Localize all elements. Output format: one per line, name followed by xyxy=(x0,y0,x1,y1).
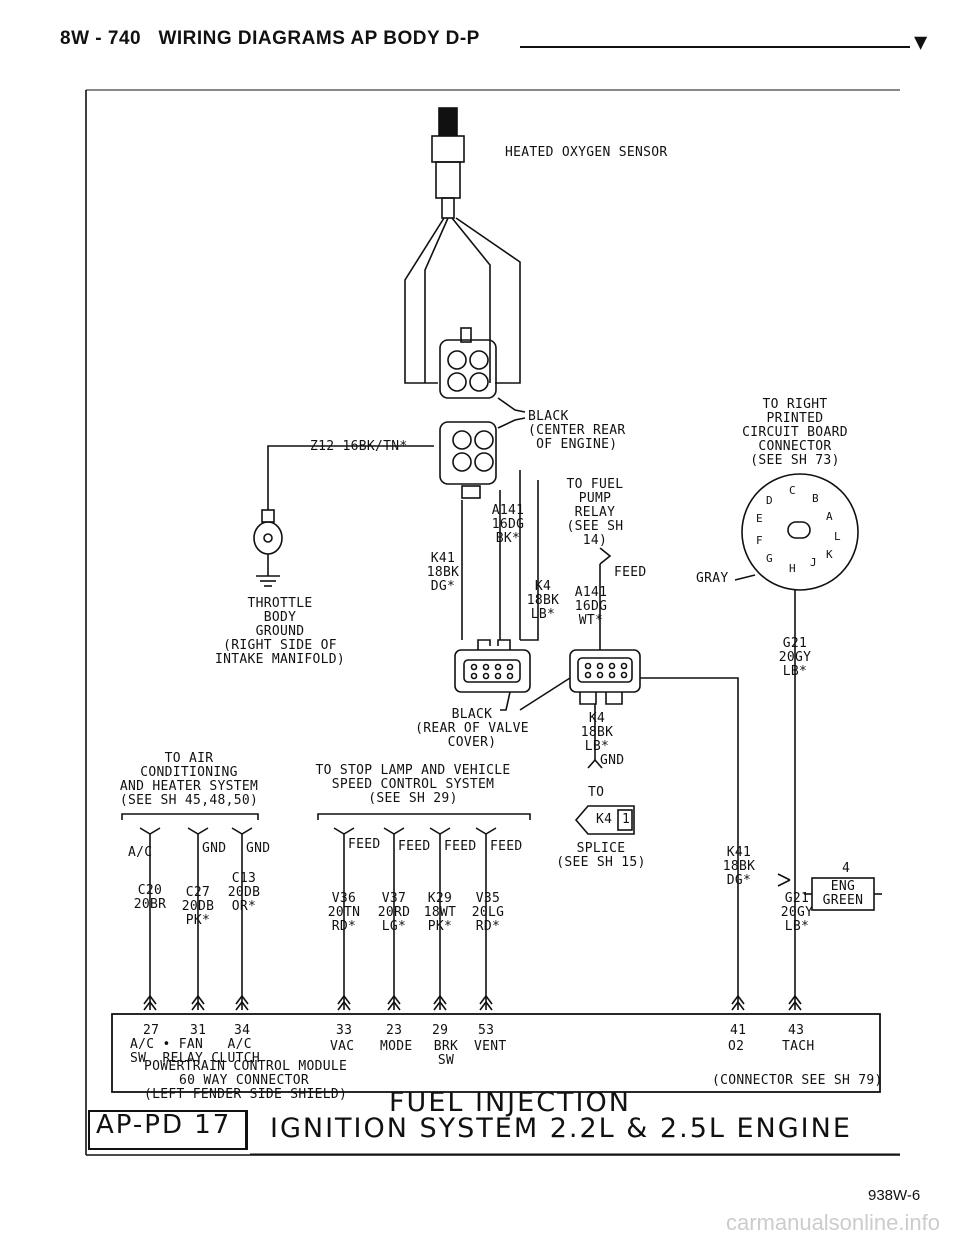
watermark: carmanualsonline.info xyxy=(725,1210,940,1235)
pin-func-ac: A/C • FAN A/C SW RELAY CLUTCH xyxy=(130,1037,261,1066)
pin-29: 29 xyxy=(432,1023,449,1038)
heated-oxygen-sensor-label: HEATED OXYGEN SENSOR xyxy=(505,145,668,160)
pin-l: L xyxy=(834,530,841,543)
throttle-ground-icon xyxy=(253,500,283,587)
header-rule xyxy=(520,46,910,48)
v35-label: V35 20LG RD* xyxy=(471,891,505,934)
footer-box xyxy=(88,1110,248,1150)
pin-func-vac: VAC xyxy=(330,1039,355,1054)
k4-splice-number: 1 xyxy=(622,812,631,827)
sensor-connector xyxy=(439,327,497,399)
gnd1-label: GND xyxy=(202,841,227,856)
pin-func-o2: O2 xyxy=(728,1039,745,1054)
ac-wire-symbols xyxy=(139,827,253,1010)
feed2-label: FEED xyxy=(398,839,431,854)
g21-top-label: G21 20GY LB* xyxy=(778,636,812,679)
v37-label: V37 20RD LG* xyxy=(377,891,411,934)
v36-label: V36 20TN RD* xyxy=(327,891,361,934)
pin-23: 23 xyxy=(386,1023,403,1038)
pin-33: 33 xyxy=(336,1023,353,1038)
k41-low-label: K41 18BK DG* xyxy=(722,845,756,888)
splice-label: SPLICE (SEE SH 15) xyxy=(556,841,646,870)
pin-func-mode: MODE xyxy=(380,1039,413,1054)
oxygen-sensor-icon xyxy=(431,107,465,219)
valve-cover-connector xyxy=(454,639,531,693)
pcm-connector-box xyxy=(111,1013,881,1093)
k4-splice-icon xyxy=(574,805,635,835)
down-triangle-icon: ▼ xyxy=(914,30,928,55)
pin-j: J xyxy=(810,556,817,569)
eng-green-label: ENG GREEN xyxy=(822,879,864,908)
pin-f: F xyxy=(756,534,763,547)
footer-title-2: IGNITION SYSTEM 2.2L & 2.5L ENGINE xyxy=(270,1113,852,1144)
pin-g: G xyxy=(766,552,773,565)
k4-mid-label: K4 18BK LB* xyxy=(580,711,614,754)
k4-top-label: K4 18BK LB* xyxy=(526,579,560,622)
connector-see-label: (CONNECTOR SEE SH 79) xyxy=(712,1073,883,1088)
gray-label: GRAY xyxy=(696,571,729,586)
black-center-label: BLACK (CENTER REAR OF ENGINE) xyxy=(528,409,626,452)
printed-circuit-connector xyxy=(734,473,859,591)
gnd2-label: GND xyxy=(246,841,271,856)
pcm-terminal-arrows xyxy=(143,994,802,1011)
footer-code: 938W-6 xyxy=(868,1187,921,1204)
k4-splice-label: K4 xyxy=(596,812,613,827)
footer-box-label: AP-PD 17 xyxy=(96,1110,232,1140)
pin-e: E xyxy=(756,512,763,525)
footer-title-1: FUEL INJECTION xyxy=(389,1087,631,1118)
feed4-label: FEED xyxy=(490,839,523,854)
pin-b: B xyxy=(812,492,819,505)
eng-green-number: 4 xyxy=(842,861,851,876)
pin-k: K xyxy=(826,548,833,561)
pin-func-tach: TACH xyxy=(782,1039,815,1054)
pin-34: 34 xyxy=(234,1023,251,1038)
black-valve-label: BLACK (REAR OF VALVE COVER) xyxy=(415,707,529,750)
k41-top-label: K41 18BK DG* xyxy=(426,551,460,594)
feed1-label: FEED xyxy=(348,837,381,852)
g21-low-label: G21 20GY LB* xyxy=(780,891,814,934)
k29-label: K29 18WT PK* xyxy=(423,891,457,934)
fuel-relay-connector xyxy=(569,649,641,705)
feed3-label: FEED xyxy=(444,839,477,854)
stop-lamp-wire-symbols xyxy=(333,827,497,1010)
page-header: 8W - 740 WIRING DIAGRAMS AP BODY D-P xyxy=(60,28,480,50)
a141-bk-label: A141 16DG BK* xyxy=(491,503,525,546)
feed-top-label: FEED xyxy=(614,565,647,580)
pin-53: 53 xyxy=(478,1023,495,1038)
pin-func-vent: VENT xyxy=(474,1039,507,1054)
fuel-pump-label: TO FUEL PUMP RELAY (SEE SH 14) xyxy=(566,477,624,548)
pin-31: 31 xyxy=(190,1023,207,1038)
to-stop-label: TO STOP LAMP AND VEHICLE SPEED CONTROL S… xyxy=(315,763,511,806)
c13-label: C13 20DB OR* xyxy=(227,871,261,914)
z12-wire-label: Z12 16BK/TN* xyxy=(310,439,408,454)
pcm-label: POWERTRAIN CONTROL MODULE 60 WAY CONNECT… xyxy=(144,1059,348,1102)
ac-label: A/C xyxy=(128,845,153,860)
gnd-mid-label: GND xyxy=(600,753,625,768)
a141-wt-label: A141 16DG WT* xyxy=(574,585,608,628)
pin-c: C xyxy=(789,484,796,497)
page-title: WIRING DIAGRAMS AP BODY D-P xyxy=(158,28,480,49)
page-id: 8W - 740 xyxy=(60,28,142,49)
pin-43: 43 xyxy=(788,1023,805,1038)
pin-d: D xyxy=(766,494,773,507)
c27-label: C27 20DB PK* xyxy=(181,885,215,928)
c20-label: C20 20BR xyxy=(133,883,167,912)
pin-h: H xyxy=(789,562,796,575)
to-right-board-label: TO RIGHT PRINTED CIRCUIT BOARD CONNECTOR… xyxy=(742,397,848,468)
pin-27: 27 xyxy=(143,1023,160,1038)
pin-func-brk: BRK SW xyxy=(433,1039,459,1068)
to-air-label: TO AIR CONDITIONING AND HEATER SYSTEM (S… xyxy=(119,751,259,808)
pin-a: A xyxy=(826,510,833,523)
throttle-body-ground-label: THROTTLE BODY GROUND (RIGHT SIDE OF INTA… xyxy=(214,596,346,667)
pin-41: 41 xyxy=(730,1023,747,1038)
center-connector xyxy=(439,421,497,499)
to-mid-label: TO xyxy=(588,785,605,800)
